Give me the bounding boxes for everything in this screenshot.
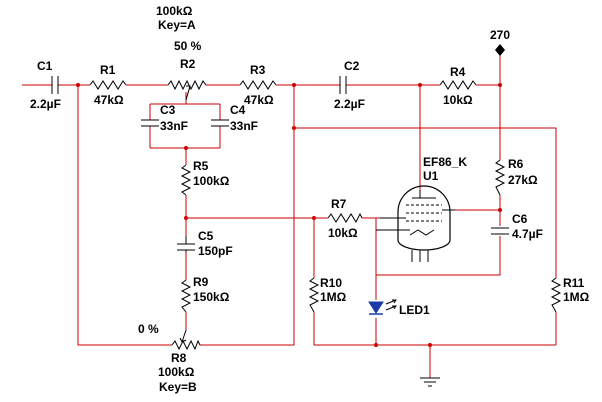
r3-name: R3 [250, 63, 266, 77]
c3-name: C3 [160, 103, 176, 117]
potentiometer-r2[interactable]: 100kΩ Key=A 50 % R2 [156, 4, 207, 101]
capacitor-c6[interactable]: C6 4.7µF [491, 212, 543, 241]
resistor-r7[interactable]: R7 10kΩ [327, 197, 363, 240]
ground-icon [420, 377, 440, 387]
resistor-r4[interactable]: R4 10kΩ [439, 65, 477, 107]
junction-dots [76, 83, 502, 347]
c4-name: C4 [230, 103, 246, 117]
resistor-r9[interactable]: R9 150kΩ [180, 275, 230, 313]
r10-value: 1MΩ [320, 290, 347, 304]
r1-value: 47kΩ [94, 93, 124, 107]
r4-value: 10kΩ [443, 93, 473, 107]
r9-value: 150kΩ [193, 290, 230, 304]
r6-value: 27kΩ [508, 173, 538, 187]
supply-label: 270 [490, 28, 510, 42]
wires-red [22, 50, 557, 378]
r2-setting: 50 % [174, 39, 202, 53]
r3-value: 47kΩ [244, 93, 274, 107]
r2-key: Key=A [158, 18, 196, 32]
r6-name: R6 [508, 157, 524, 171]
r11-name: R11 [563, 276, 585, 290]
r2-value: 100kΩ [156, 4, 193, 18]
r10-name: R10 [320, 276, 342, 290]
capacitor-c5[interactable]: C5 150pF [177, 229, 233, 258]
led1-name: LED1 [399, 303, 430, 317]
c1-value: 2.2µF [30, 97, 61, 111]
potentiometer-r8[interactable]: 0 % R8 100kΩ Key=B [138, 322, 201, 394]
supply-terminal[interactable]: 270 [490, 28, 510, 56]
r5-value: 100kΩ [193, 174, 230, 188]
c5-name: C5 [198, 229, 214, 243]
c5-value: 150pF [198, 244, 233, 258]
c6-value: 4.7µF [512, 227, 543, 241]
u1-type: EF86_K [423, 155, 467, 169]
resistor-r5[interactable]: R5 100kΩ [180, 159, 230, 196]
r8-value: 100kΩ [158, 365, 195, 379]
vacuum-tube-u1[interactable]: EF86_K U1 [376, 155, 467, 262]
c3-value: 33nF [160, 119, 188, 133]
capacitor-c4[interactable]: C4 33nF [211, 103, 258, 133]
r11-value: 1MΩ [563, 290, 590, 304]
r8-name: R8 [171, 351, 187, 365]
c2-name: C2 [344, 59, 360, 73]
resistor-r1[interactable]: R1 47kΩ [89, 63, 127, 107]
resistor-r3[interactable]: R3 47kΩ [239, 63, 277, 107]
r8-setting: 0 % [138, 322, 159, 336]
r4-name: R4 [450, 65, 466, 79]
c1-name: C1 [37, 59, 53, 73]
r7-value: 10kΩ [328, 226, 358, 240]
r2-name: R2 [180, 57, 196, 71]
resistor-r11[interactable]: R11 1MΩ [550, 276, 590, 313]
r8-key: Key=B [159, 380, 197, 394]
r5-name: R5 [193, 159, 209, 173]
r1-name: R1 [100, 63, 116, 77]
r7-name: R7 [331, 197, 347, 211]
capacitor-c2[interactable]: C2 2.2µF [334, 59, 365, 111]
c6-name: C6 [512, 212, 528, 226]
resistor-r6[interactable]: R6 27kΩ [494, 157, 538, 196]
led-led1[interactable]: LED1 [368, 299, 430, 317]
capacitor-c1[interactable]: C1 2.2µF [30, 59, 61, 111]
capacitor-c3[interactable]: C3 33nF [141, 103, 188, 133]
u1-name: U1 [423, 169, 439, 183]
c2-value: 2.2µF [334, 97, 365, 111]
r9-name: R9 [193, 275, 209, 289]
c4-value: 33nF [230, 119, 258, 133]
resistor-r10[interactable]: R10 1MΩ [308, 276, 347, 313]
